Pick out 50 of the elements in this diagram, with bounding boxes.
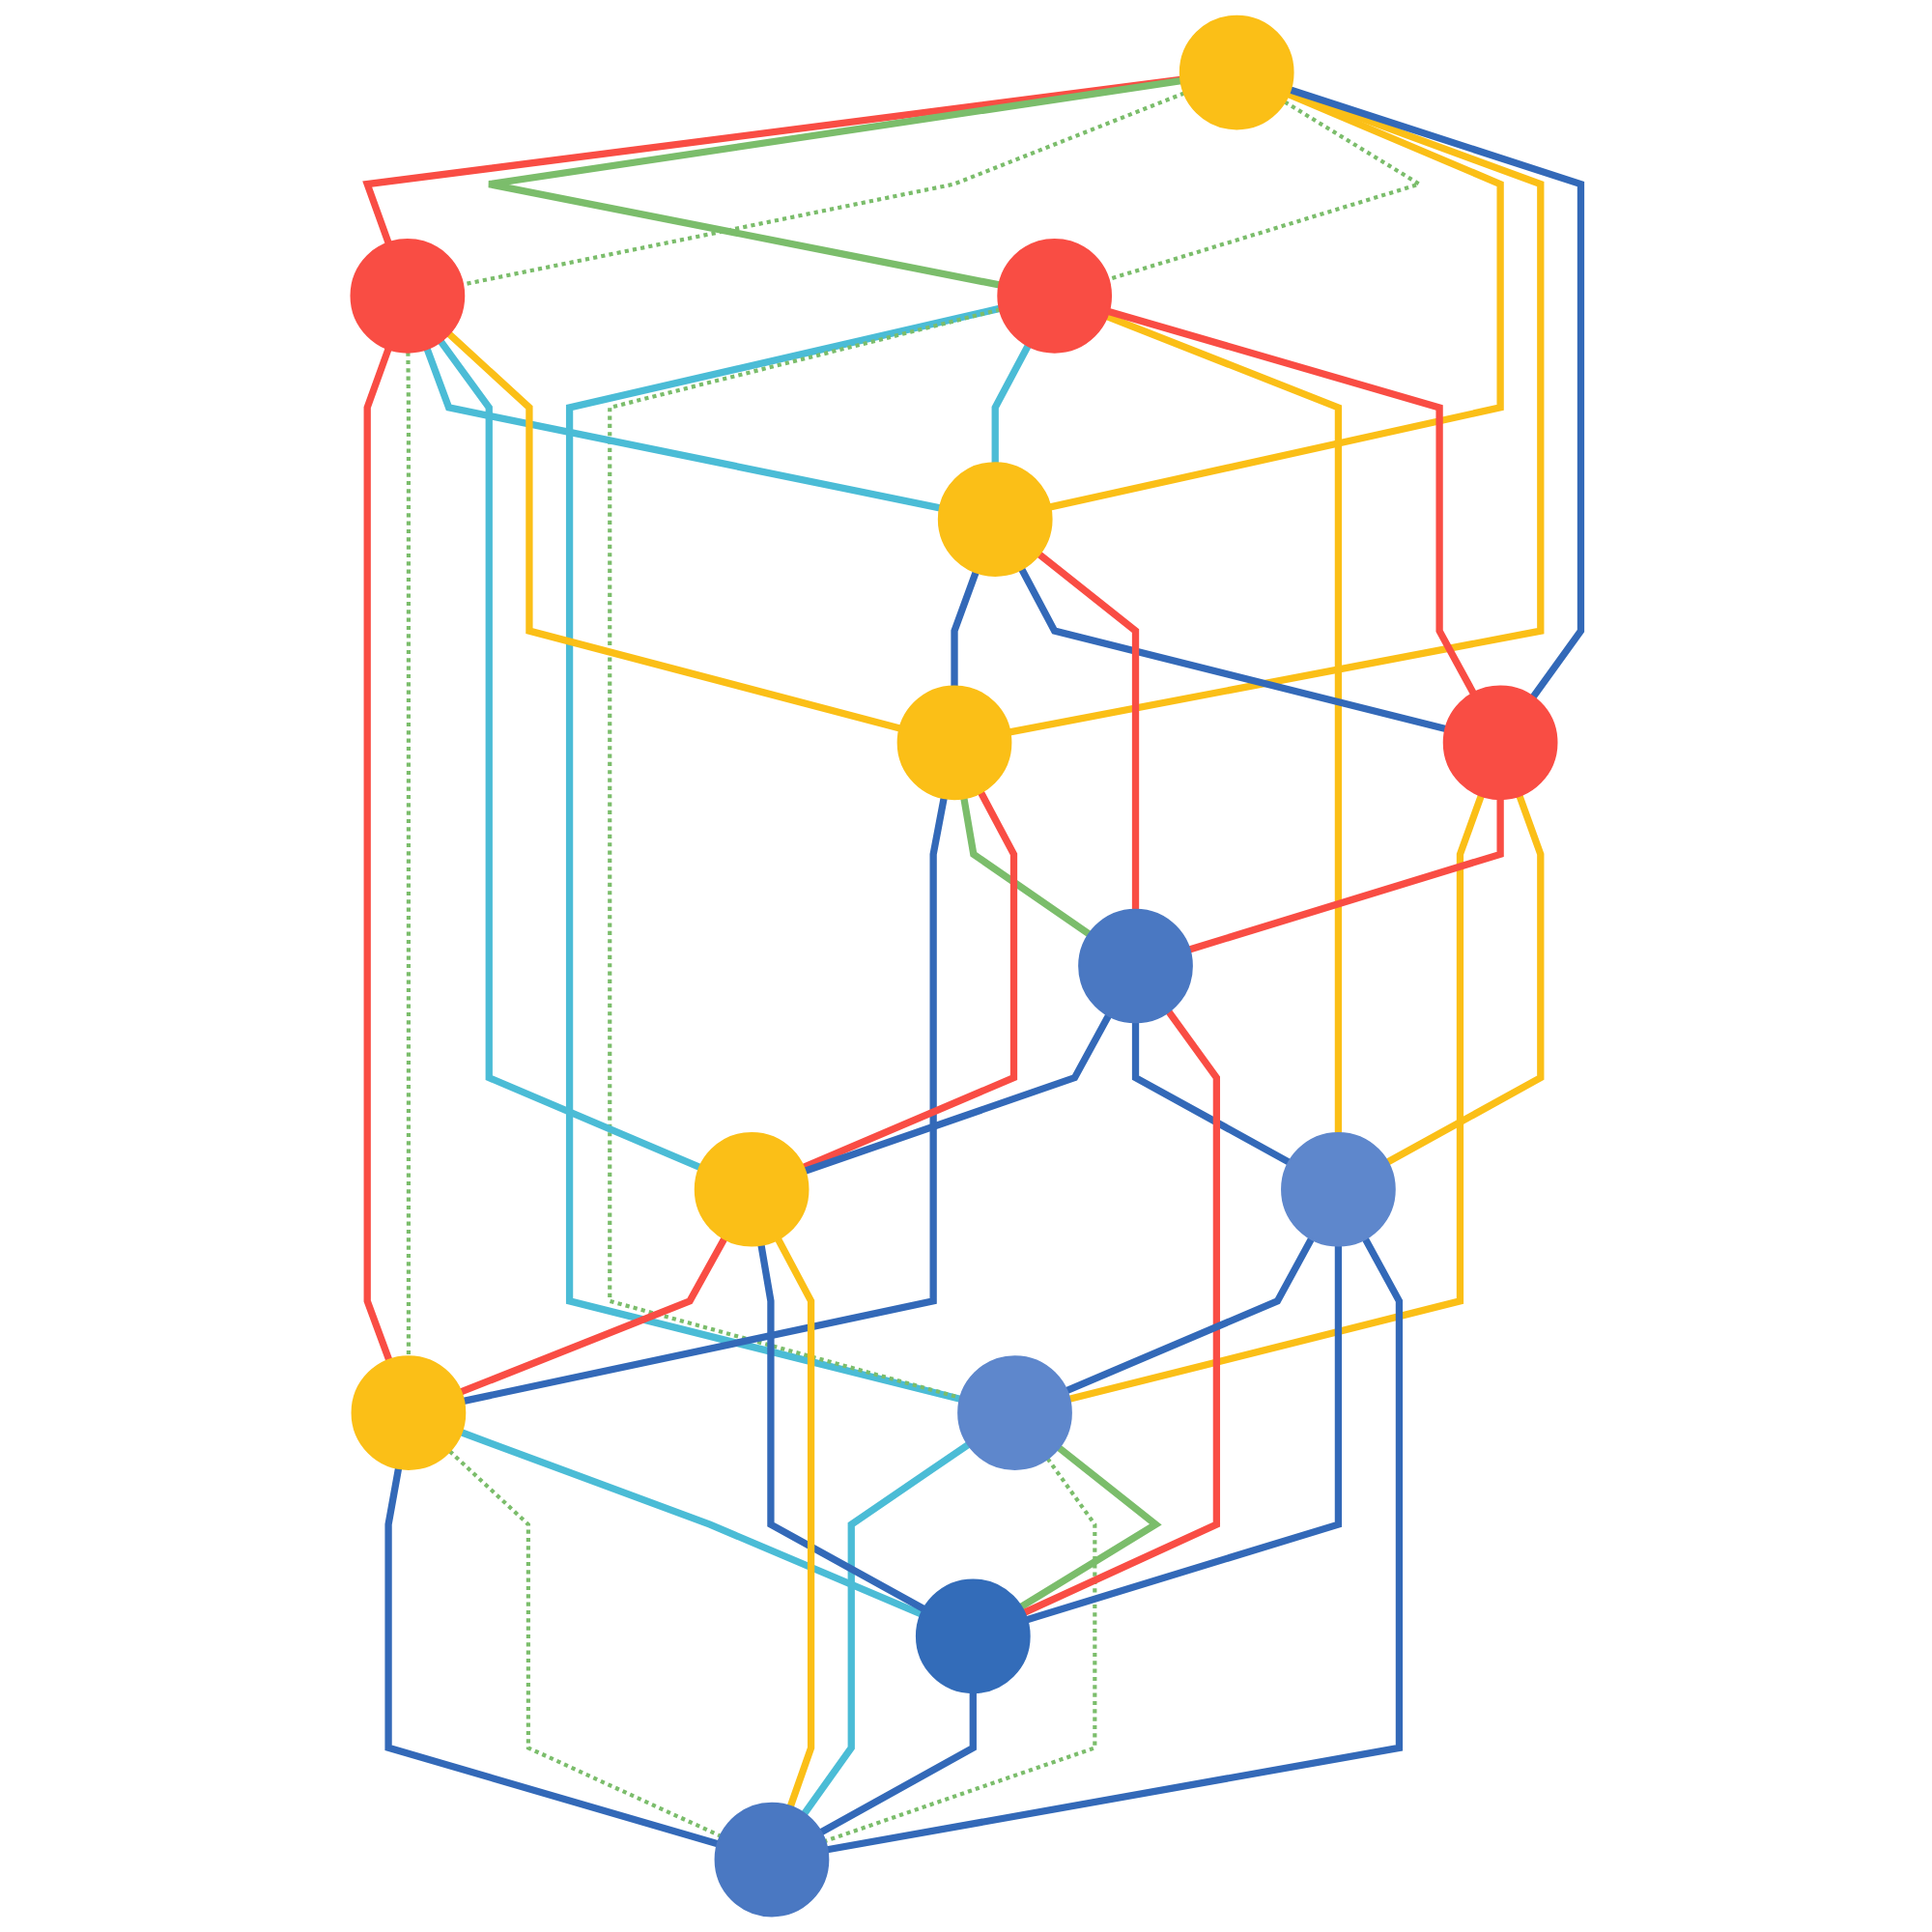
connector (951, 571, 980, 687)
connector (446, 331, 901, 732)
node-circle (1179, 14, 1294, 130)
connector (1188, 799, 1504, 953)
node-circle (957, 1355, 1072, 1470)
connector (448, 1449, 722, 1838)
connector (824, 1457, 1097, 1843)
connector (406, 352, 411, 1357)
connector (1026, 1245, 1343, 1624)
connector (1289, 86, 1585, 699)
node-circle (937, 462, 1053, 577)
connector (991, 344, 1032, 464)
connector (1022, 1009, 1221, 1616)
connector (826, 1236, 1404, 1854)
connector (1107, 308, 1477, 696)
node-circle (1078, 908, 1193, 1024)
connector (363, 347, 393, 1362)
connector (1105, 313, 1343, 1133)
connector (775, 1237, 815, 1808)
node-circle (694, 1131, 810, 1247)
connector (757, 1244, 925, 1612)
node-circle (1281, 1131, 1396, 1247)
connector (819, 1692, 977, 1835)
node-circle (896, 685, 1012, 801)
connector (1018, 567, 1447, 733)
node-circle (714, 1802, 830, 1918)
connector (1049, 91, 1504, 511)
connector (463, 797, 948, 1405)
connector (801, 1441, 971, 1816)
connector (1037, 551, 1140, 910)
connector (460, 1429, 923, 1618)
connector (459, 1236, 728, 1396)
node-circle (1442, 685, 1558, 801)
node-circle (997, 238, 1113, 354)
connector (362, 75, 1181, 244)
connector (1065, 1236, 1315, 1395)
connector (960, 797, 1092, 937)
node-circle (350, 238, 466, 354)
connector (1068, 794, 1485, 1403)
connector (384, 1467, 719, 1848)
connector (438, 339, 701, 1171)
node-circle (915, 1578, 1031, 1694)
connector (804, 1013, 1112, 1175)
node-circle (351, 1355, 467, 1470)
connector (1131, 1022, 1292, 1166)
connector (1107, 99, 1425, 282)
connector (423, 347, 941, 512)
connector (802, 790, 1018, 1171)
connector (1385, 794, 1545, 1166)
connector (1019, 1444, 1162, 1610)
